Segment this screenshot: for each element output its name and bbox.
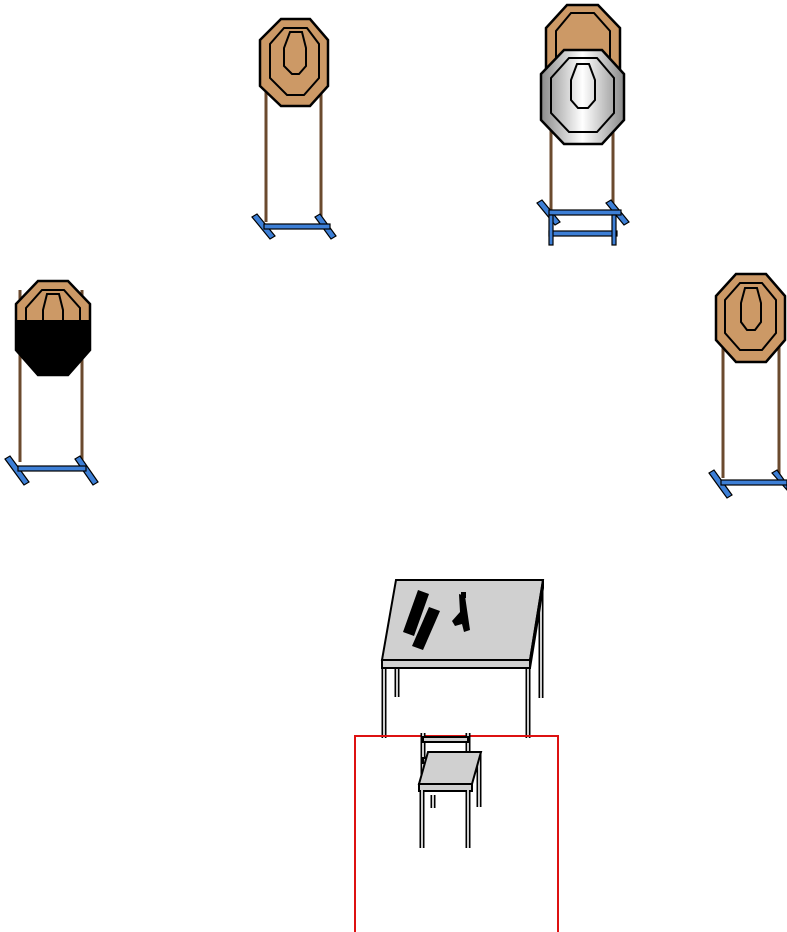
no-shoot-target [539, 48, 626, 146]
target-stand [251, 85, 337, 240]
pistol-icon [452, 592, 470, 632]
target-paper [714, 272, 787, 364]
magazine-icon [403, 590, 429, 636]
target-2 [536, 3, 630, 246]
target-stand [708, 330, 787, 499]
target-1 [251, 17, 337, 240]
hard-cover [16, 320, 90, 376]
target-4 [708, 272, 787, 499]
target-paper [258, 17, 330, 108]
table-icon [380, 579, 545, 738]
chair-icon [417, 733, 483, 848]
magazine-icon [412, 607, 440, 650]
target-3 [4, 279, 99, 486]
